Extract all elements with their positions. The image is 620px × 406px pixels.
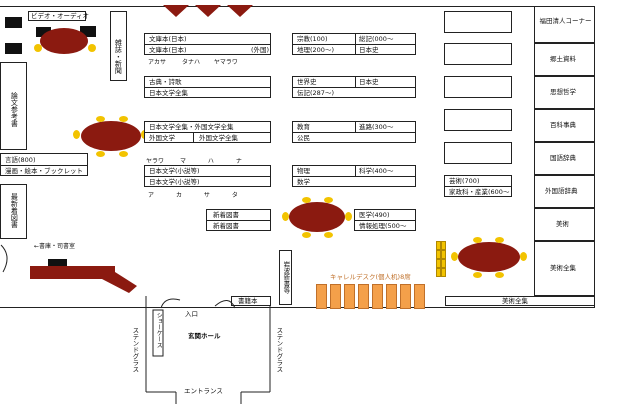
chair [520,252,527,261]
shelf-arts: 芸術(700) 家政科・産業(600〜 [444,175,512,197]
chair [495,237,504,243]
shelf-medicine: 医学(490) 情報処理(500〜 [354,209,416,231]
wall-art: 美術 [534,208,595,241]
kana-row-2: ヤラワ マ ハ ナ [146,158,242,165]
shelf-novels: 日本文学(小説等) 日本文学(小説等) [144,165,271,187]
carrel-desk [414,284,425,309]
shelf-new-arrivals: 新着図書 新着図書 [206,209,271,231]
storage-label: ←書庫・司書室 [34,243,76,250]
shelf-classics: 古典・詩歌 日本文学全集 [144,76,271,98]
yellow-cabinet [441,241,446,250]
carrel-desk [344,284,355,309]
av-table [40,28,88,54]
new-books-shelf: 最新着図書 [0,184,27,239]
monitor-icon [5,17,22,28]
shelf-bunko: 文庫本(日本) 文庫本(日本) (外国) [144,33,271,55]
shelf-empty [444,142,512,164]
carrel-desk [400,284,411,309]
entry-arc [0,244,14,276]
language-shelf: 言語(800) 漫画・絵本・ブックレット [0,153,88,176]
carrel-desk [358,284,369,309]
study-table [289,202,345,232]
chair [451,252,458,261]
wall-local: 郷土資料 [534,43,595,76]
kana-row-1: アカサ タナハ ヤマラワ [148,59,238,66]
hall-label: 玄関ホール [188,332,221,340]
paperback-shelf: 岩波新書等 [279,250,292,305]
counter [30,266,138,296]
entrance-bottom-label: エントランス [184,387,223,395]
shelf-empty [444,76,512,98]
monitor-icon [80,26,96,37]
yellow-cabinet [441,268,446,277]
shelf-empty [444,109,512,131]
chair [96,151,105,157]
shelf-empty [444,43,512,65]
shelf-literature: 日本文学全集・外国文学全集 外国文学 外国文学全集 [144,121,271,143]
carrel-desk [316,284,327,309]
theses-shelf: 論文参考書 [0,62,27,150]
monitor-icon [36,27,51,37]
yellow-cabinet [436,268,441,277]
wall-philosophy: 思想哲学 [534,76,595,109]
yellow-cabinet [441,259,446,268]
kana-row-3: ア カ サ タ [148,192,238,199]
chair [302,197,311,203]
study-table [458,242,520,272]
stained-glass-right: ステンドグラス [274,327,283,373]
chair [119,116,128,122]
wall-art-collection: 美術全集 [534,241,595,296]
wall-encyclopedia: 百科事典 [534,109,595,142]
chair [473,237,482,243]
chair [473,272,482,278]
carrel-desk [330,284,341,309]
shelf-history: 世界史 日本史 伝記(287〜) [292,76,416,98]
chair [34,44,42,52]
entrance-outline [133,296,293,406]
wall-foreign-dictionary: 外国語辞典 [534,175,595,208]
shelf-empty [444,11,512,33]
stained-glass-left: ステンドグラス [130,327,139,373]
monitor-icon [5,43,22,54]
chair [324,197,333,203]
yellow-cabinet [441,250,446,259]
chair [324,232,333,238]
carrel-desk [372,284,383,309]
magazines-shelf: 雑誌・新聞 [110,11,127,81]
carrel-label: キャレルデスク(個人机)8席 [330,273,411,281]
chair [495,272,504,278]
av-label: ビデオ・オーディオ [28,11,89,21]
chair [302,232,311,238]
chair [282,212,289,221]
chair [73,130,80,139]
wall-fukuda: 福田清人コーナー [534,6,595,43]
shelf-physics: 物理 科学(400〜 数学 [292,165,416,187]
shelf-religion: 宗教(100) 総記(000〜 地理(200〜) 日本史 [292,33,416,55]
wall-jp-dictionary: 国語辞典 [534,142,595,175]
chair [345,212,352,221]
top-triangle-marks [163,5,255,21]
chair [88,44,96,52]
yellow-cabinet [436,241,441,250]
chair [96,116,105,122]
study-table [81,121,141,151]
carrel-desk [386,284,397,309]
yellow-cabinet [436,250,441,259]
art-collection-shelf: 美術全集 [445,296,595,306]
entrance-label: 入口 [185,310,198,318]
showcase-label: ショーケース [155,312,163,348]
yellow-cabinet [436,259,441,268]
small-book-shelf: 書籍本 [231,296,271,306]
chair [119,151,128,157]
shelf-education: 教育 進路(300〜 公民 [292,121,416,143]
